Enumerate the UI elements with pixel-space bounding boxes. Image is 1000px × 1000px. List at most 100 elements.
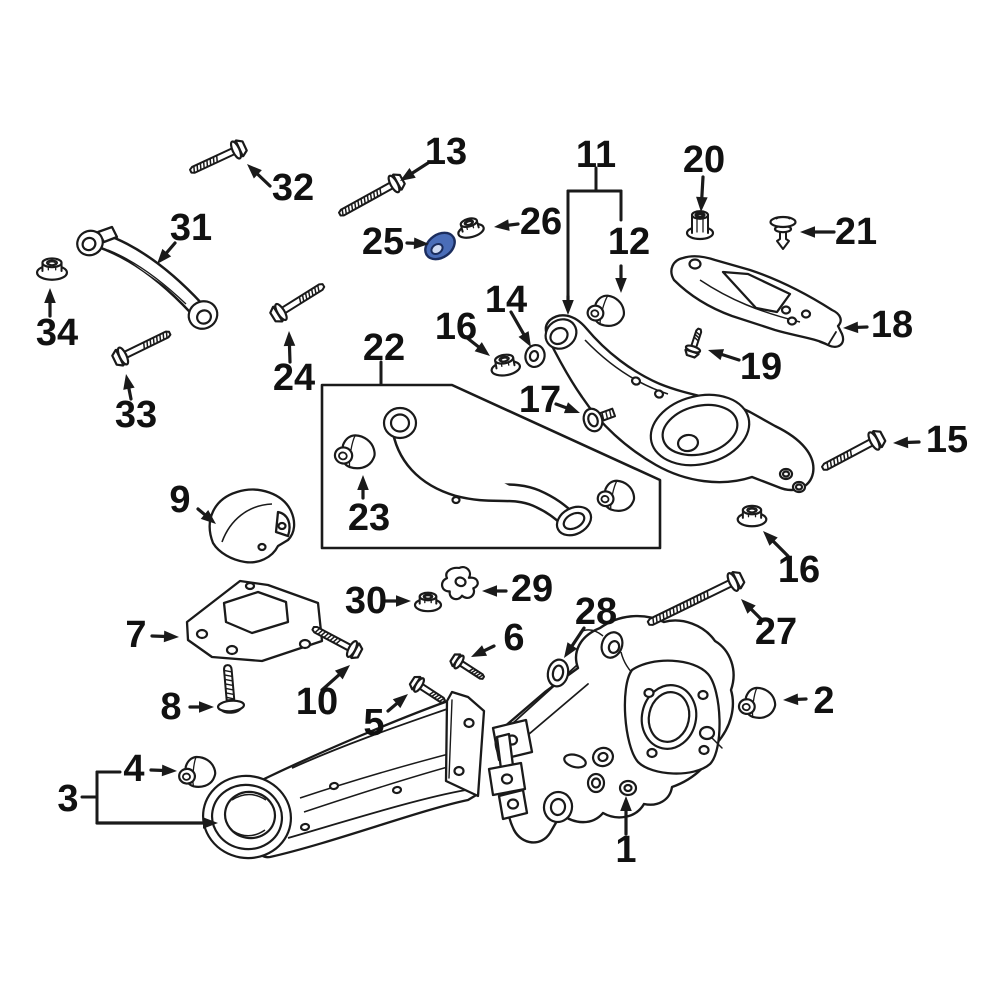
part-label-9[interactable]: 9: [169, 479, 190, 521]
part-label-5[interactable]: 5: [363, 702, 384, 744]
arrow-part-5: [386, 694, 408, 713]
part-32-bolt[interactable]: [187, 138, 249, 180]
part-25-seal-washer-highlighted[interactable]: [420, 227, 459, 264]
part-27-bolt[interactable]: [644, 569, 746, 632]
part-10-bolt[interactable]: [309, 621, 364, 661]
part-14-washer[interactable]: [523, 343, 547, 369]
part-label-8[interactable]: 8: [160, 686, 181, 728]
arrow-part-13: [400, 161, 430, 181]
arrow-part-23: [357, 475, 369, 500]
arrow-part-32: [247, 164, 272, 188]
part-24-bolt[interactable]: [268, 278, 328, 325]
part-label-20[interactable]: 20: [683, 139, 725, 181]
part-label-19[interactable]: 19: [740, 346, 782, 388]
part-2-bushing[interactable]: [737, 686, 777, 720]
part-label-2[interactable]: 2: [813, 680, 834, 722]
part-label-23[interactable]: 23: [348, 497, 390, 539]
part-34-nut[interactable]: [35, 257, 69, 281]
part-1-knuckle[interactable]: [487, 614, 735, 844]
part-31-link-arm[interactable]: [73, 225, 223, 334]
part-label-33[interactable]: 33: [115, 394, 157, 436]
part-label-16b[interactable]: 16: [778, 549, 820, 591]
part-26-nut[interactable]: [455, 216, 485, 241]
arrow-part-6: [471, 644, 496, 657]
part-label-11[interactable]: 11: [576, 134, 616, 176]
part-8-screw[interactable]: [214, 664, 246, 714]
part-21-rivet[interactable]: [769, 215, 797, 250]
part-5-bolt[interactable]: [408, 674, 448, 708]
part-label-22[interactable]: 22: [363, 327, 405, 369]
arrow-part-26: [494, 219, 520, 231]
part-28-seal-ring[interactable]: [545, 658, 570, 689]
part-label-32[interactable]: 32: [272, 167, 314, 209]
part-11-lower-control-arm[interactable]: [540, 313, 815, 494]
part-label-14[interactable]: 14: [485, 279, 527, 321]
part-7-support-bracket[interactable]: [185, 579, 324, 663]
part-label-12[interactable]: 12: [608, 221, 650, 263]
part-label-15[interactable]: 15: [926, 419, 968, 461]
part-label-16a[interactable]: 16: [435, 306, 477, 348]
part-label-1[interactable]: 1: [615, 829, 636, 871]
arrow-part-15: [893, 436, 921, 449]
part-12-bushing[interactable]: [585, 292, 627, 330]
arrow-part-14: [509, 310, 531, 347]
part-label-30[interactable]: 30: [345, 580, 387, 622]
part-22-upper-control-arm[interactable]: [382, 406, 596, 541]
part-label-13[interactable]: 13: [425, 131, 467, 173]
part-label-27[interactable]: 27: [755, 611, 797, 653]
part-label-18[interactable]: 18: [871, 304, 913, 346]
part-label-25[interactable]: 25: [362, 221, 404, 263]
part-18-spring-seat[interactable]: [670, 255, 845, 348]
arrow-part-25: [405, 237, 429, 250]
part-label-17[interactable]: 17: [519, 379, 561, 421]
arrows: [44, 161, 921, 836]
part-30-nut[interactable]: [413, 591, 443, 613]
arrow-part-27: [741, 599, 764, 622]
arrow-part-7: [150, 630, 179, 643]
arrow-part-3: [95, 817, 218, 829]
part-label-34[interactable]: 34: [36, 312, 78, 354]
part-22-arm-bushing[interactable]: [596, 477, 637, 514]
part-label-6[interactable]: 6: [503, 617, 524, 659]
arrow-part-9: [196, 507, 216, 524]
arrow-part-19: [708, 349, 741, 362]
part-15-bolt[interactable]: [818, 428, 887, 477]
part-29-clamp[interactable]: [439, 563, 481, 604]
part-label-26[interactable]: 26: [520, 201, 562, 243]
arrow-part-10: [320, 665, 350, 692]
part-33-bolt[interactable]: [110, 325, 173, 368]
leader-lines: [80, 166, 623, 825]
part-4-bushing[interactable]: [178, 755, 217, 789]
part-19-bolt[interactable]: [684, 327, 707, 359]
arrow-part-29: [482, 585, 508, 597]
part-16-nut-lower[interactable]: [736, 504, 768, 528]
arrow-part-8: [188, 701, 214, 713]
part-label-3[interactable]: 3: [57, 778, 78, 820]
part-label-24[interactable]: 24: [273, 357, 315, 399]
part-label-10[interactable]: 10: [296, 681, 338, 723]
part-13-bolt[interactable]: [335, 171, 406, 222]
part-label-21[interactable]: 21: [835, 211, 877, 253]
part-16-nut-upper[interactable]: [489, 353, 521, 378]
part-label-7[interactable]: 7: [125, 614, 146, 656]
part-17-bolt[interactable]: [581, 402, 618, 434]
arrow-part-4: [149, 764, 177, 777]
part-6-bolt[interactable]: [449, 652, 488, 684]
part-3-trailing-arm[interactable]: [197, 690, 486, 865]
part-20-lock-nut[interactable]: [685, 210, 715, 241]
arrow-part-11: [562, 294, 574, 315]
part-label-28[interactable]: 28: [575, 591, 617, 633]
arrow-part-16: [763, 531, 790, 558]
part-9-bump-stop-cover[interactable]: [208, 488, 296, 564]
arrow-part-18: [843, 321, 869, 334]
arrow-part-31: [157, 241, 177, 264]
part-label-4[interactable]: 4: [123, 748, 144, 790]
part-labels: 1234567891011121314151616171819202122232…: [36, 131, 968, 871]
part-23-bushing[interactable]: [333, 432, 377, 471]
part-label-31[interactable]: 31: [170, 207, 212, 249]
arrow-part-1: [620, 796, 632, 836]
arrow-part-12: [615, 264, 627, 293]
part-label-29[interactable]: 29: [511, 568, 553, 610]
